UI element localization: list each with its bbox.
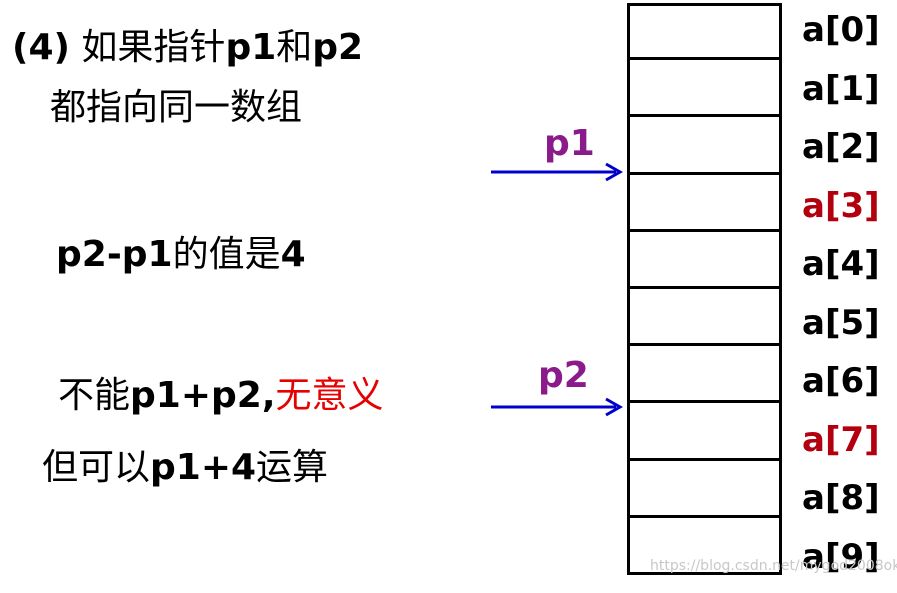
array-cell-4 — [627, 232, 782, 289]
array-label-0: a[0] — [802, 8, 880, 67]
array-label-1: a[1] — [802, 67, 880, 126]
array-cells — [627, 3, 782, 575]
array-label-5: a[5] — [802, 301, 880, 360]
array-cell-0 — [627, 3, 782, 60]
array-label-2: a[2] — [802, 125, 880, 184]
array-cell-2 — [627, 117, 782, 174]
array-cell-3 — [627, 175, 782, 232]
array-label-8: a[8] — [802, 476, 880, 535]
array-cell-1 — [627, 60, 782, 117]
array-cell-6 — [627, 346, 782, 403]
array-index-labels: a[0] a[1] a[2] a[3] a[4] a[5] a[6] a[7] … — [802, 8, 880, 593]
array-label-7: a[7] — [802, 418, 880, 477]
array-label-3: a[3] — [802, 184, 880, 243]
array-cell-8 — [627, 461, 782, 518]
array-label-4: a[4] — [802, 242, 880, 301]
array-label-6: a[6] — [802, 359, 880, 418]
array-cell-7 — [627, 403, 782, 460]
watermark: https://blog.csdn.net/mygod2008ok — [650, 558, 897, 574]
array-cell-5 — [627, 289, 782, 346]
